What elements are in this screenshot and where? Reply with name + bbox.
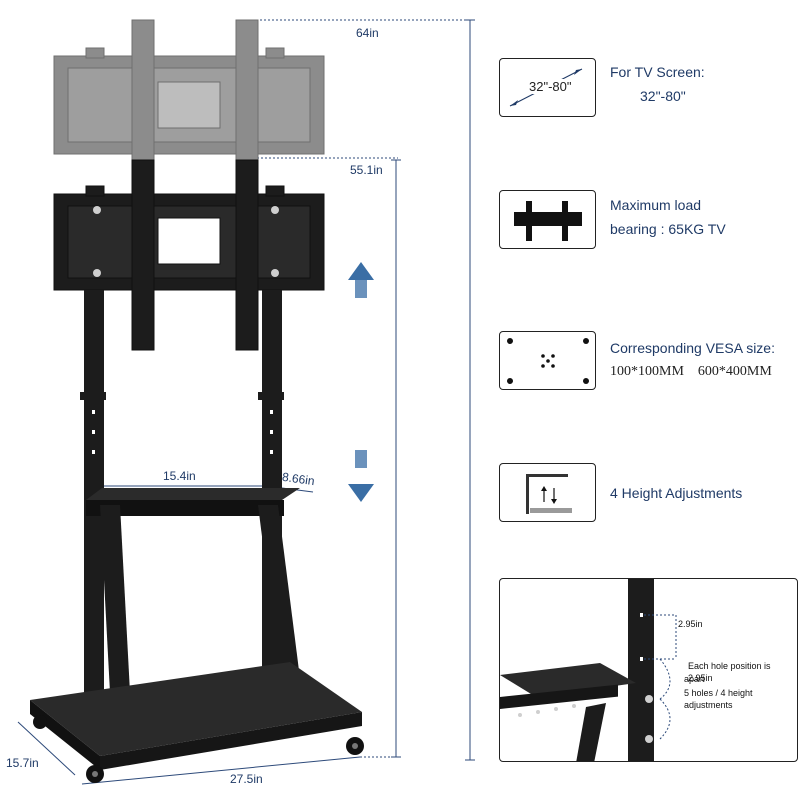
tv-mount-raised-ghost <box>53 19 325 171</box>
base-width-label: 27.5in <box>230 772 263 786</box>
down-arrow-icon <box>348 450 374 502</box>
load-text: Maximum load bearing : 65KG TV <box>610 193 726 241</box>
vesa-value: 100*100MM 600*400MM <box>610 364 772 379</box>
caster-wheels <box>33 715 364 783</box>
dimension-lines <box>17 19 475 785</box>
vesa-heading: Corresponding VESA size: <box>610 340 775 356</box>
rolling-base <box>30 662 362 770</box>
hole-spacing-closeup <box>500 579 677 761</box>
tv-size-icon-label: 32"-80" <box>527 79 574 94</box>
screen-size-icon-box: 32"-80" <box>499 58 596 117</box>
width-top-label: 64in <box>356 26 379 40</box>
screen-size-heading: For TV Screen: <box>610 64 705 80</box>
column-holes <box>92 410 273 454</box>
spacing-label: 2.95in <box>678 619 703 629</box>
screen-size-text: For TV Screen: 32"-80" <box>610 60 705 108</box>
height-overall-label: 55.1in <box>350 163 383 177</box>
height-adjust-icon <box>526 474 572 514</box>
spacing-note-line3: 5 holes / 4 height adjustments <box>684 688 753 710</box>
height-icon-box <box>499 463 596 522</box>
load-icon-box <box>499 190 596 249</box>
spacing-note-line1: Each hole position is 2.95in <box>688 661 771 683</box>
mount-bolts <box>93 206 279 277</box>
load-heading: Maximum load <box>610 197 702 213</box>
height-adjust-text: 4 Height Adjustments <box>610 485 743 501</box>
up-arrow-icon <box>348 262 374 298</box>
mount-bracket-icon <box>514 201 582 241</box>
hole-spacing-detail: 2.95in Each hole position is 2.95in apar… <box>499 578 798 762</box>
spacing-note-line2: apart <box>684 674 705 684</box>
vesa-icon-box <box>499 331 596 390</box>
base-depth-label: 15.7in <box>6 756 39 770</box>
middle-shelf <box>86 488 304 730</box>
screen-size-value: 32"-80" <box>640 88 686 104</box>
load-value: bearing : 65KG TV <box>610 221 726 237</box>
shelf-width-label: 15.4in <box>163 469 196 483</box>
vesa-holes-icon <box>507 338 589 384</box>
vesa-text: Corresponding VESA size: 100*100MM 600*4… <box>610 336 775 384</box>
